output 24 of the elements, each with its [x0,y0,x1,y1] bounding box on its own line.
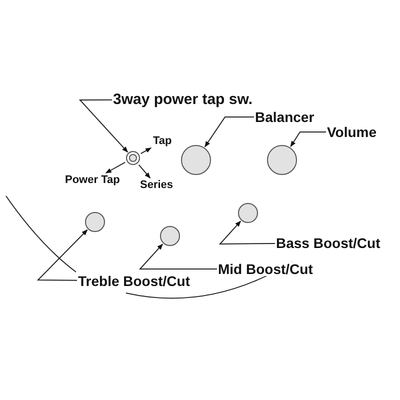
leader-line [78,99,128,153]
knob [85,212,105,232]
arrow [105,162,126,174]
arrow [140,147,152,154]
control-label: Balancer [255,110,314,124]
leader-line [36,229,88,281]
position-label: Power Tap [65,175,120,186]
knob [267,145,297,175]
knob [238,203,258,223]
leader-line [138,244,218,270]
leader-line [290,132,326,148]
switch [126,151,140,165]
leader-line [204,116,254,148]
position-label: Tap [153,136,172,147]
knob [160,226,180,246]
leader-line [218,220,276,245]
control-label: Treble Boost/Cut [78,274,190,288]
control-label: Volume [327,125,377,139]
arrow [138,164,151,178]
control-label: Bass Boost/Cut [276,236,380,250]
control-label: 3way power tap sw. [113,92,252,107]
control-label: Mid Boost/Cut [218,262,313,276]
knob [181,145,211,175]
position-label: Series [140,180,174,191]
